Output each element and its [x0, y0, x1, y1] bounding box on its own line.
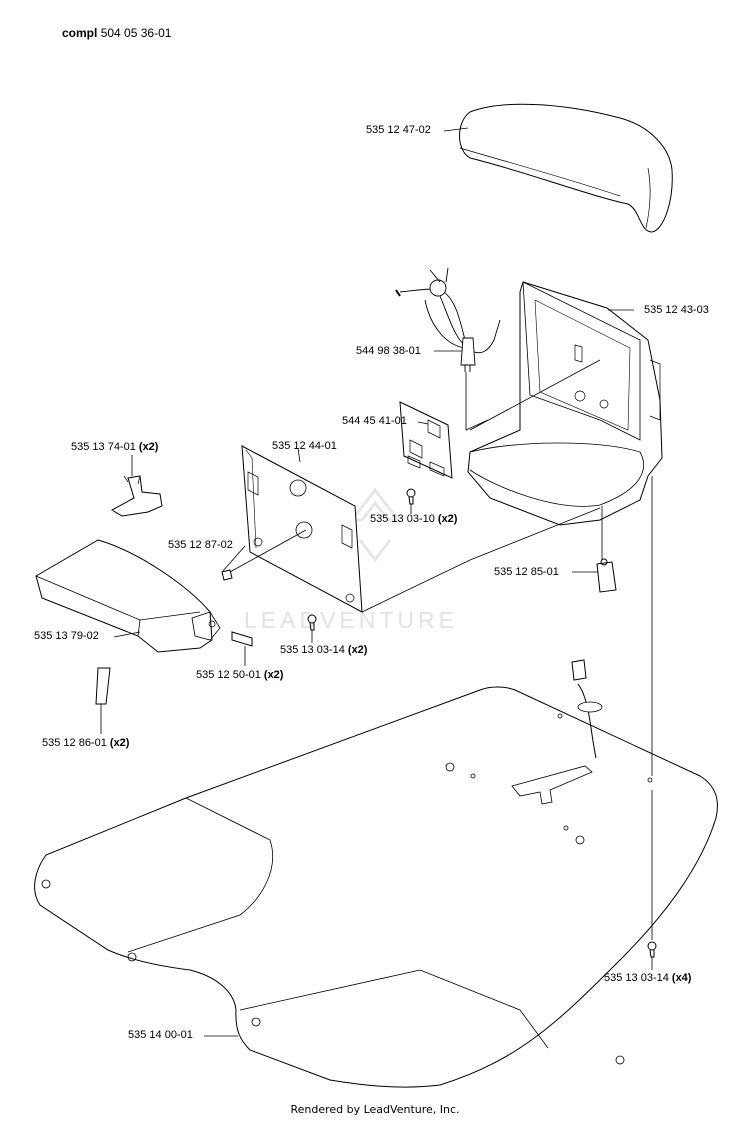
callout-pin-small: 535 12 87-02	[168, 539, 233, 552]
part-number-label: 544 98 38-01	[356, 345, 421, 357]
callout-strip: 535 12 86-01 (x2)	[42, 737, 129, 750]
callout-screw-plate: 535 13 03-14 (x2)	[280, 644, 367, 657]
quantity-label: (x2)	[109, 737, 130, 749]
assembly-lines	[229, 359, 653, 940]
part-number-label: 535 13 03-10	[370, 513, 435, 525]
part-number-label: 535 12 86-01	[42, 737, 107, 749]
part-number-label: 535 13 03-14	[280, 644, 345, 656]
screw-base-part	[647, 941, 657, 958]
assembly-title: compl 504 05 36-01	[62, 26, 171, 40]
part-number-label: 535 12 50-01	[196, 669, 261, 681]
callout-housing: 535 12 43-03	[644, 304, 709, 317]
callout-cover: 535 12 47-02	[366, 124, 431, 137]
callout-clip: 535 13 74-01 (x2)	[71, 441, 158, 454]
callout-base-plate: 535 14 00-01	[128, 1029, 193, 1042]
screw-plate-part	[307, 614, 317, 631]
assembly-title-prefix: compl	[62, 26, 98, 40]
leader-lines	[100, 127, 653, 1037]
callout-screw-board: 535 13 03-10 (x2)	[370, 513, 457, 526]
ramp-part	[35, 539, 221, 653]
clip-part	[110, 475, 163, 517]
strip-part	[95, 667, 111, 705]
part-number-label: 535 13 03-14	[604, 972, 669, 984]
callout-ramp: 535 13 79-02	[34, 630, 99, 643]
circuit-board-part	[399, 401, 453, 479]
part-number-label: 535 14 00-01	[128, 1029, 193, 1041]
quantity-label: (x2)	[263, 669, 284, 681]
part-number-label: 535 12 44-01	[272, 440, 337, 452]
part-number-label: 535 12 47-02	[366, 124, 431, 136]
watermark: LEADVENTURE	[244, 607, 458, 633]
callout-connector: 535 12 85-01	[494, 566, 559, 579]
part-number-label: 535 13 79-02	[34, 630, 99, 642]
part-number-label: 535 13 74-01	[71, 441, 136, 453]
callout-wire-harness: 544 98 38-01	[356, 345, 421, 358]
footer-credit: Rendered by LeadVenture, Inc.	[290, 1103, 460, 1116]
base-plate-part	[34, 659, 718, 1088]
part-number-label: 544 45 41-01	[342, 415, 407, 427]
housing-part	[467, 281, 663, 526]
quantity-label: (x2)	[138, 441, 159, 453]
assembly-number: 504 05 36-01	[100, 26, 172, 40]
plate-part	[241, 445, 363, 613]
callout-plate: 535 12 44-01	[272, 440, 337, 453]
quantity-label: (x2)	[347, 644, 368, 656]
pin-small-part	[221, 569, 233, 581]
part-number-label: 535 12 87-02	[168, 539, 233, 551]
callout-screw-base: 535 13 03-14 (x4)	[604, 972, 691, 985]
connector-part	[596, 558, 617, 593]
wire-harness-part	[395, 267, 501, 372]
callout-circuit-board: 544 45 41-01	[342, 415, 407, 428]
part-number-label: 535 12 43-03	[644, 304, 709, 316]
screw-board-part	[406, 488, 416, 505]
pin-long-part	[231, 631, 253, 647]
quantity-label: (x2)	[437, 513, 458, 525]
callout-pin-long: 535 12 50-01 (x2)	[196, 669, 283, 682]
quantity-label: (x4)	[671, 972, 692, 984]
watermark-logo	[348, 487, 402, 563]
part-number-label: 535 12 85-01	[494, 566, 559, 578]
cover-part	[459, 103, 673, 233]
